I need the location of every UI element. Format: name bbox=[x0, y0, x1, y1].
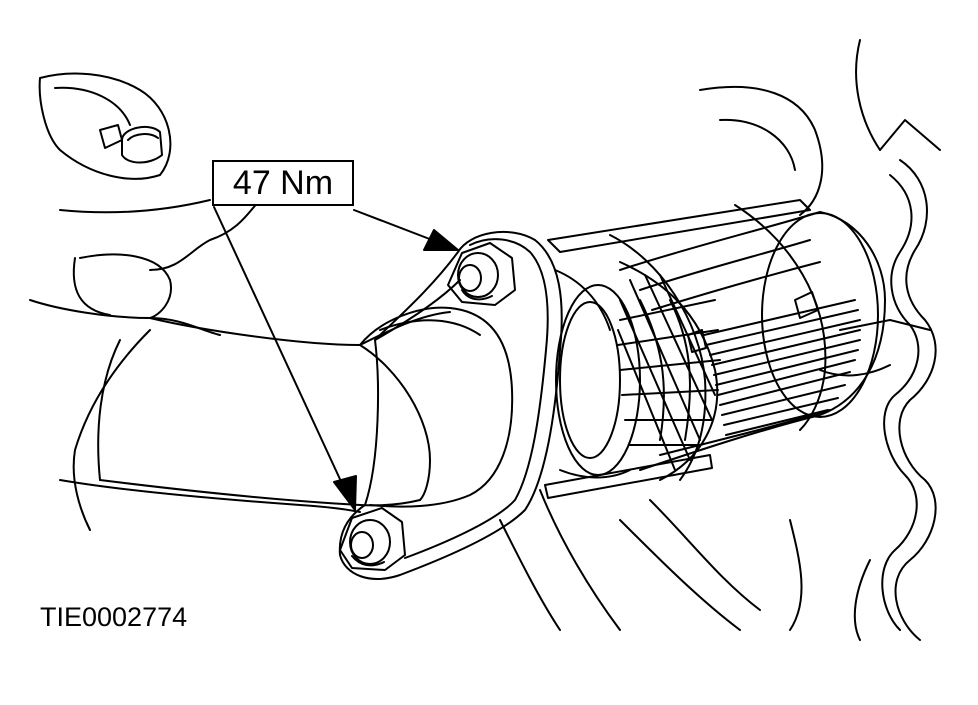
torque-label: 47 Nm bbox=[232, 164, 334, 202]
torque-arrows bbox=[213, 206, 459, 511]
engine-outline bbox=[29, 39, 941, 641]
arrowhead-upper bbox=[423, 229, 459, 251]
flange-nut-upper bbox=[447, 242, 516, 306]
arrowhead-lower bbox=[333, 475, 357, 511]
pipe-flange bbox=[338, 230, 563, 580]
exhaust-pipe bbox=[99, 311, 451, 507]
cable-tie bbox=[609, 204, 827, 481]
heat-shield bbox=[544, 199, 811, 499]
flange-nut-lower bbox=[339, 507, 406, 571]
figure-id: TIE0002774 bbox=[40, 602, 188, 632]
pipe-rings bbox=[554, 269, 641, 479]
torque-callout-box: 47 Nm bbox=[212, 160, 354, 206]
wire-mesh-wrap bbox=[617, 261, 721, 481]
